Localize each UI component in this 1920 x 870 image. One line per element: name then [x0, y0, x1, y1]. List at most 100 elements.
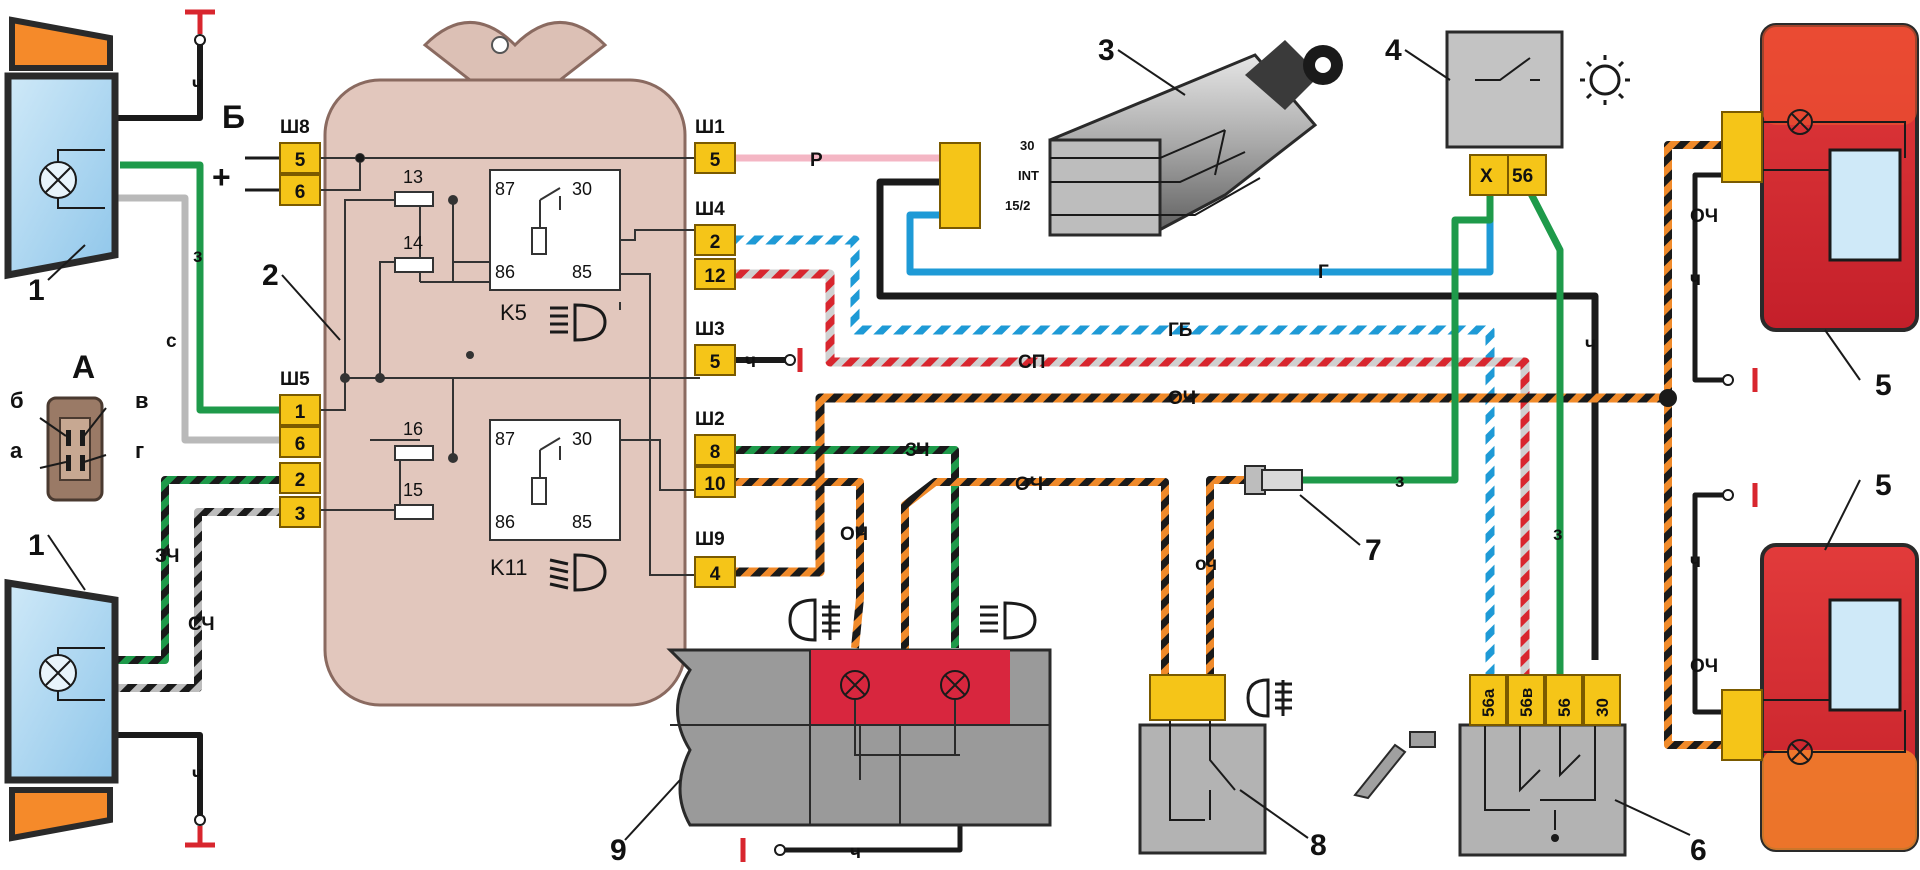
- callout-headlamp-bottom: 1: [28, 529, 45, 562]
- ignition-connector: [939, 142, 981, 229]
- wire-label-z-column: з: [1553, 524, 1562, 545]
- wire-label-och-tail-top: ОЧ: [1690, 206, 1718, 227]
- k5-pin86: 86: [495, 262, 515, 282]
- callout-relay-block: 2: [262, 259, 279, 292]
- k11-pin30: 30: [572, 429, 592, 449]
- relay-k5: 87 30 86 85: [489, 169, 621, 291]
- high-beam-cluster-icon: [980, 601, 1037, 640]
- sh5-pin1: 1: [295, 402, 306, 423]
- plus-sign: +: [212, 159, 231, 195]
- k5-pin30: 30: [572, 179, 592, 199]
- ignition-switch: [1048, 40, 1343, 237]
- dash-light-switch: [1445, 30, 1564, 196]
- fuses: [394, 191, 434, 520]
- callout-fog-sensor: 7: [1365, 534, 1382, 567]
- wire-label-ch-bottom: ч: [192, 764, 203, 785]
- callout-cluster: 9: [610, 834, 627, 867]
- wire-label-sp: СП: [1018, 352, 1045, 373]
- switch4-pin-x: X: [1480, 166, 1493, 187]
- callout-headlamp-top: 1: [28, 274, 45, 307]
- ign-term-15: 15/2: [1005, 198, 1030, 213]
- relay-k5-label: K5: [500, 300, 527, 325]
- fog-sensor: [1244, 465, 1303, 495]
- ign-term-int: INT: [1018, 168, 1039, 183]
- high-beam-icon: [550, 303, 607, 342]
- fog-switch-icon: [1246, 678, 1292, 718]
- sh2-pin8: 8: [710, 442, 721, 463]
- wire-label-ch-tail-bottom: ч: [1690, 551, 1701, 572]
- wire-label-zch: ЗЧ: [155, 546, 180, 567]
- taillamp-bottom: [1758, 543, 1919, 852]
- sh8-label: Ш8: [280, 117, 310, 138]
- switch4-pin-56: 56: [1512, 166, 1533, 187]
- wire-label-och: ОЧ: [1168, 388, 1196, 409]
- callout-taillamp-bottom: 5: [1875, 469, 1892, 502]
- taillamp-top: [1758, 23, 1919, 332]
- column-switch: [1458, 720, 1627, 857]
- k11-pin85: 85: [572, 512, 592, 532]
- fog-switch-connector: [1149, 674, 1226, 721]
- connector-pin-b: б: [10, 388, 24, 413]
- wire-label-s: с: [166, 331, 177, 352]
- fuse-15-label: 15: [403, 480, 423, 500]
- sh2-pin10: 10: [704, 474, 725, 495]
- sh4-label: Ш4: [695, 199, 725, 220]
- label-a: А: [72, 349, 95, 385]
- wire-label-och-fog: оч: [1195, 554, 1217, 575]
- relay-k11: 87 30 86 85: [489, 419, 621, 541]
- low-beam-icon: [549, 553, 607, 592]
- connector-a: [39, 396, 107, 502]
- headlamp-top: [4, 16, 119, 280]
- callout-column-switch: 6: [1690, 834, 1707, 867]
- callout-fog-switch: 8: [1310, 829, 1327, 862]
- wire-label-gb: ГБ: [1168, 320, 1192, 341]
- wire-label-och-tail-bottom: ОЧ: [1690, 656, 1718, 677]
- label-b: Б: [222, 99, 245, 135]
- sh8-pin5: 5: [295, 150, 306, 171]
- switch6-pin-30: 30: [1593, 698, 1612, 717]
- ign-term-30: 30: [1020, 138, 1034, 153]
- wire-label-sch: СЧ: [188, 614, 215, 635]
- fog-switch: [1138, 718, 1267, 855]
- wire-label-ch-top: ч: [192, 74, 203, 95]
- junction-dots: [356, 154, 1677, 407]
- wire-label-ch-right: ч: [1585, 334, 1596, 355]
- fog-lamp-icon: [788, 598, 840, 642]
- connector-pin-v: в: [135, 388, 149, 413]
- wire-label-r: Р: [810, 150, 823, 171]
- sh1-label: Ш1: [695, 117, 725, 138]
- relay-block: 13 14 16 15 87 30 86 85 K5 87 30 86 85: [315, 21, 700, 707]
- taillamp-bottom-connector: [1721, 689, 1763, 761]
- sh2-label: Ш2: [695, 409, 725, 430]
- k11-pin86: 86: [495, 512, 515, 532]
- wire-label-zch-sh2: ЗЧ: [905, 440, 930, 461]
- switch6-pin-56a: 56а: [1479, 688, 1498, 717]
- wire-labels: ч з с ЗЧ СЧ ч Р Г ГБ СП ОЧ ч ЗЧ ОЧ ОЧ оч…: [155, 74, 1718, 863]
- connector-pin-a: а: [10, 438, 23, 463]
- relay-k11-label: K11: [490, 555, 528, 580]
- callout-dash-switch: 4: [1385, 34, 1402, 67]
- taillamp-top-connector: [1721, 111, 1763, 183]
- pedal-icon: [1353, 731, 1436, 800]
- wire-label-ch-sh3: ч: [745, 351, 756, 372]
- callout-leaders: [47, 49, 1861, 841]
- sh9-pin4: 4: [710, 564, 721, 585]
- wire-label-och-cluster: ОЧ: [840, 524, 868, 545]
- wire-label-g: Г: [1318, 262, 1329, 283]
- fuse-13-label: 13: [403, 167, 423, 187]
- fuse-14-label: 14: [403, 233, 423, 253]
- illumination-icon: [1580, 55, 1630, 105]
- headlamp-bottom: [4, 578, 119, 842]
- sh5-pin3: 3: [295, 504, 306, 525]
- sh4-pin2: 2: [710, 232, 721, 253]
- sh8-pin6: 6: [295, 182, 306, 203]
- wire-label-z: з: [193, 246, 202, 267]
- ground-symbols: [185, 9, 1758, 862]
- sh5-label: Ш5: [280, 369, 310, 390]
- wires: [95, 40, 1728, 853]
- k5-pin85: 85: [572, 262, 592, 282]
- sh9-label: Ш9: [695, 529, 725, 550]
- connector-pin-g: г: [135, 438, 144, 463]
- k11-pin87: 87: [495, 429, 515, 449]
